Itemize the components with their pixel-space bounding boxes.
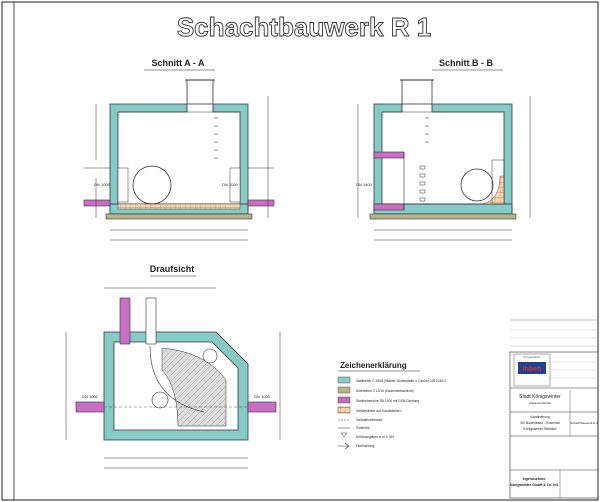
project-line-1: Kanalisierung	[530, 415, 550, 419]
pipe-label-a-left: DN 1000	[94, 182, 111, 187]
title-block: Königswinter Ihben Stadt Königswinter Ab…	[509, 319, 599, 499]
legend-item: Unterbeton C 12/15 (Sauberkeitsschicht)	[356, 389, 414, 393]
legend-title: Zeichenerklärung	[340, 361, 407, 370]
section-b-drawing	[357, 79, 531, 241]
legend-swatch-base	[337, 386, 351, 394]
pipe-label-a-right: DN 1000	[222, 182, 239, 187]
stamp-label: Königswinter	[523, 355, 540, 359]
company-logo	[518, 362, 546, 374]
legend-item: Gefälleklinker aus Kanalklinkern	[356, 409, 402, 413]
legend-swatch-clinker	[337, 406, 351, 414]
legend-item: Stahlbetonrohre DN 1000 mit GSM-Dichtung	[356, 399, 419, 403]
project-line-2: BV Bodenbach - Rosental	[520, 421, 559, 425]
client-name: Stadt Königswinter	[519, 394, 561, 400]
project-line-3: Königswinter-Stieldorf	[524, 427, 557, 431]
pipe-label-plan-left: DN 1000	[82, 394, 99, 399]
flow-arrow-icon	[338, 442, 350, 450]
pipe-label-b: DN 1400	[356, 182, 373, 187]
section-b-title: Schnitt B - B	[439, 58, 493, 68]
legend-item: Sohlhöhe	[356, 426, 370, 430]
legend-swatch-concrete	[337, 376, 351, 384]
plan-name: Schachtbauwerk R 1	[570, 421, 598, 425]
legend-item: Geländeoberkante	[356, 418, 382, 422]
legend-item: Stahlbeton C 35/45 (Wände, Bodenplatte u…	[356, 379, 446, 383]
legend-item: Fließrichtung	[356, 444, 375, 448]
legend-item: Höhenangaben in m ü. NN	[356, 435, 394, 439]
logo-text: Ihben	[523, 366, 542, 373]
plan-drawing	[65, 287, 281, 469]
company-name-1: Ingenieurbüro	[523, 477, 546, 481]
drawing-title: Schachtbauwerk R 1	[177, 12, 431, 42]
section-a-title: Schnitt A - A	[152, 58, 205, 68]
client-sub: Abwasserbetrieb	[529, 401, 552, 405]
legend-swatch-pipe	[337, 396, 351, 404]
legend: Zeichenerklärung Stahlbeton C 35/45 (Wän…	[337, 361, 446, 450]
plan-title: Draufsicht	[150, 264, 195, 274]
section-a-drawing	[83, 79, 275, 241]
legend-level-marker	[340, 432, 348, 438]
company-name-2: Königswinter GmbH & Co. KG	[510, 483, 559, 487]
pipe-label-plan-right: DN 1000	[254, 394, 271, 399]
